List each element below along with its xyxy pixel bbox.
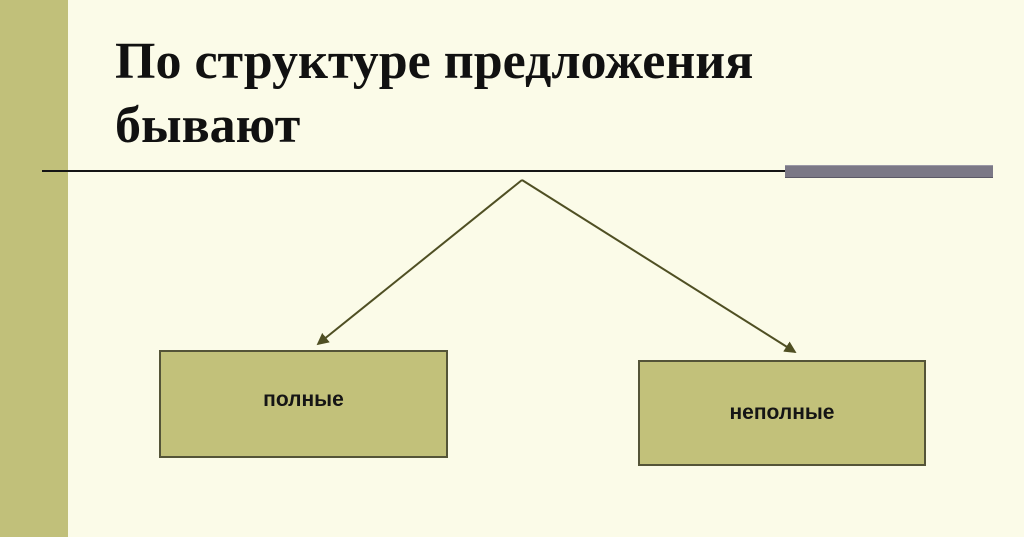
node-full: полные — [159, 350, 448, 458]
node-incomplete: неполные — [638, 360, 926, 466]
left-decorative-band — [0, 0, 68, 537]
title-divider-line — [42, 170, 794, 172]
node-full-label: полные — [263, 388, 344, 411]
title-accent-bar — [785, 165, 993, 178]
slide-title: По структуре предложения бывают — [115, 33, 754, 154]
connector-to-full — [316, 179, 523, 346]
connector-to-incomplete — [521, 179, 797, 353]
node-incomplete-label: неполные — [729, 401, 835, 424]
